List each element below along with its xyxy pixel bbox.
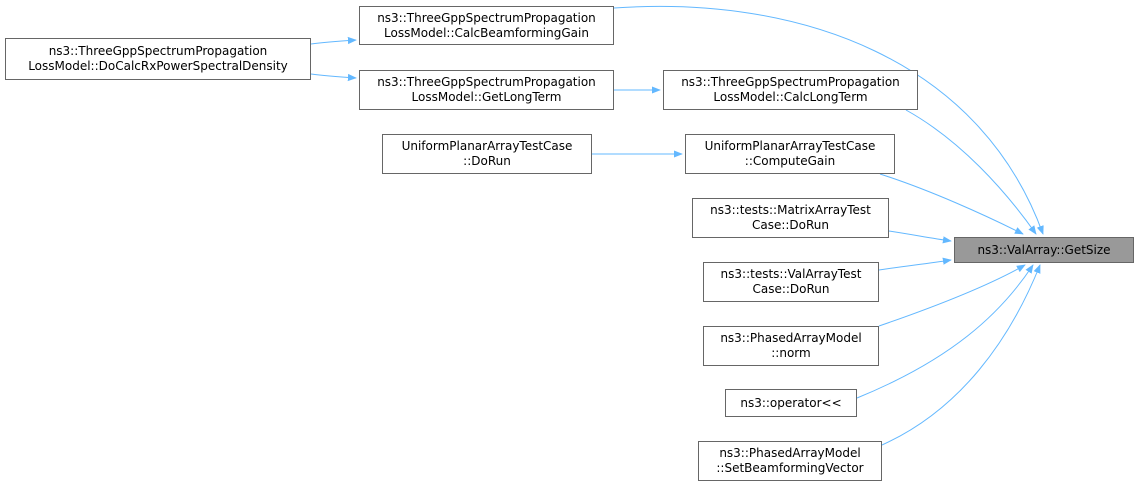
node-label-line: ::ComputeGain [744, 154, 836, 168]
edge-setbeam-to-getsize [881, 264, 1041, 446]
node-label-line: ::norm [771, 346, 811, 360]
node-label-line: ns3::ThreeGppSpectrumPropagation [48, 44, 268, 58]
node-getsize: ns3::ValArray::GetSize [954, 237, 1134, 263]
edge-docalc-to-calcbeam [310, 36, 357, 45]
node-operator[interactable]: ns3::operator<< [725, 389, 857, 417]
node-label-line: ns3::PhasedArrayModel [720, 331, 862, 345]
edge-computegain-to-getsize [879, 173, 1024, 235]
node-label-line: Case::DoRun [751, 218, 830, 232]
node-label-line: ns3::ThreeGppSpectrumPropagation [681, 75, 900, 89]
node-label-line: UniformPlanarArrayTestCase [704, 139, 876, 153]
node-upadorun[interactable]: UniformPlanarArrayTestCase::DoRun [382, 134, 592, 174]
node-label-line: ns3::ThreeGppSpectrumPropagation [377, 75, 596, 89]
node-label-line: LossModel::CalcLongTerm [713, 90, 868, 104]
node-label-line: ns3::tests::ValArrayTest [720, 267, 862, 281]
node-norm[interactable]: ns3::PhasedArrayModel::norm [703, 326, 879, 366]
edge-norm-to-getsize [878, 264, 1026, 327]
edge-calclong-to-getsize [905, 109, 1037, 235]
node-label-line: ns3::operator<< [740, 395, 842, 410]
edge-docalc-to-getlong [310, 73, 357, 82]
node-label-line: ::DoRun [463, 154, 511, 168]
edge-valdorun-to-getsize [878, 257, 952, 271]
node-computegain[interactable]: UniformPlanarArrayTestCase::ComputeGain [685, 134, 895, 174]
node-label-line: ::SetBeamformingVector [716, 461, 864, 475]
node-label-line: ns3::ThreeGppSpectrumPropagation [377, 10, 596, 25]
node-label-line: LossModel::CalcBeamformingGain [384, 25, 589, 40]
edge-calcbeam-to-getsize [613, 5, 1044, 235]
edge-matrixdorun-to-getsize [888, 230, 952, 244]
node-setbeam[interactable]: ns3::PhasedArrayModel::SetBeamformingVec… [698, 441, 882, 481]
node-label-line: LossModel::DoCalcRxPowerSpectralDensity [28, 59, 288, 73]
node-label-line: ns3::ValArray::GetSize [977, 242, 1111, 257]
node-label-line: LossModel::GetLongTerm [411, 90, 562, 104]
node-label-line: Case::DoRun [752, 282, 830, 296]
node-label-line: ns3::tests::MatrixArrayTest [710, 203, 871, 217]
node-label-line: ns3::PhasedArrayModel [719, 446, 861, 460]
node-label-line: UniformPlanarArrayTestCase [401, 139, 573, 153]
edge-operator-to-getsize [856, 264, 1034, 399]
